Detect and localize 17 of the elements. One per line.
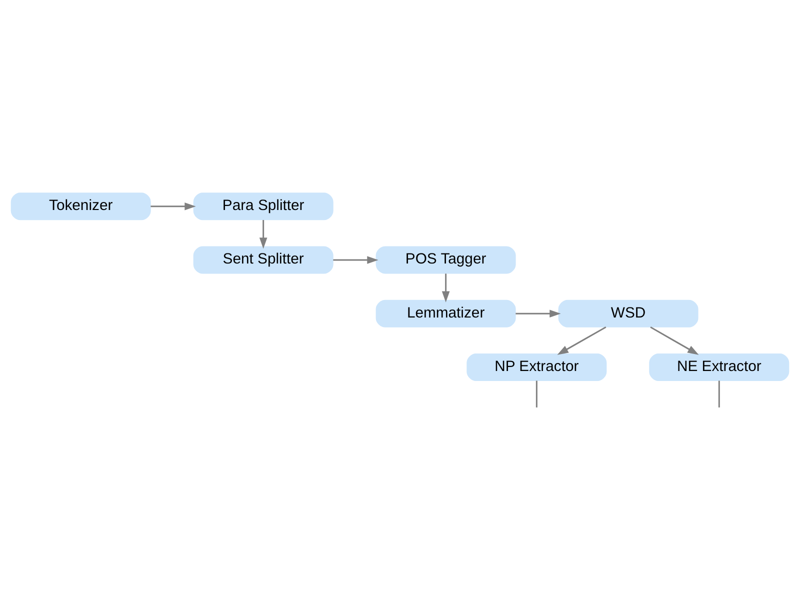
arrow [516, 309, 561, 318]
node-box: POS Tagger [376, 246, 516, 274]
arrow [557, 326, 606, 354]
node-box: NE Extractor [649, 352, 790, 381]
node-box: Tokenizer [10, 192, 151, 220]
node-box: Sent Splitter [193, 246, 334, 274]
node-box: WSD [558, 299, 698, 327]
node-box: Para Splitter [193, 192, 334, 220]
connector [536, 380, 538, 407]
arrow [650, 326, 699, 354]
arrow [150, 202, 196, 210]
node-box: Lemmatizer [376, 299, 516, 327]
arrow [333, 256, 378, 264]
node-box: NP Extractor [466, 352, 607, 381]
arrow [259, 220, 268, 248]
arrow [442, 273, 450, 302]
connector [718, 380, 720, 407]
